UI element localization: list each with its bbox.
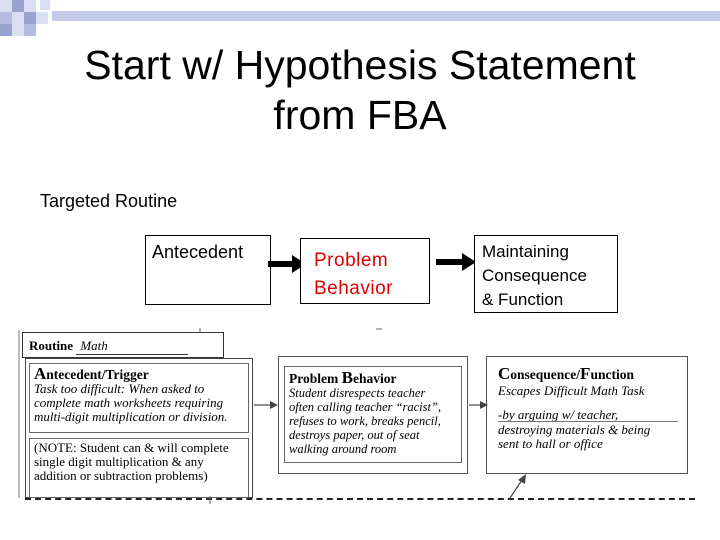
worksheet-antecedent-box: Antecedent/Trigger Task too difficult: W… <box>29 363 249 433</box>
consequence-description: -by arguing w/ teacher, destroying mater… <box>498 407 684 452</box>
worksheet-behavior-heading: Problem Behavior <box>289 368 461 387</box>
routine-heading: Targeted Routine <box>40 191 178 211</box>
note-line-1: (NOTE: Student can & will complete <box>34 440 229 455</box>
worksheet-antecedent-panel: Antecedent/Trigger Task too difficult: W… <box>25 358 253 498</box>
behavior-line-5: walking around room <box>289 442 397 456</box>
arrow-antecedent-to-behavior <box>268 255 306 273</box>
consequence-line-b: destroying materials & being <box>498 421 651 437</box>
problem-behavior-box: Problem Behavior <box>300 238 430 304</box>
worksheet-consequence-box: Consequence/Function Escapes Difficult M… <box>490 363 684 469</box>
behavior-heading-rest: ehavior <box>352 371 397 386</box>
consequence-line-c: sent to hall or office <box>498 436 603 451</box>
consequence-line-1: Maintaining <box>482 242 569 261</box>
consequence-heading-initial: C <box>498 364 511 383</box>
antecedent-label: Antecedent <box>152 242 244 262</box>
antecedent-heading-initial: A <box>34 364 47 383</box>
consequence-line-a: -by arguing w/ teacher, <box>498 407 619 422</box>
antecedent-line-2: complete math worksheets requiring <box>34 395 224 410</box>
behavior-line-2: Behavior <box>314 278 393 299</box>
behavior-line-3: refuses to work, breaks pencil, <box>289 414 441 428</box>
worksheet-behavior-box: Problem Behavior Student disrespects tea… <box>284 366 462 463</box>
behavior-heading-part1: Problem <box>289 371 342 386</box>
worksheet-note-box: (NOTE: Student can & will complete singl… <box>29 438 249 498</box>
worksheet-routine-label: Routine <box>29 338 74 353</box>
behavior-line-1: Problem <box>314 250 389 271</box>
title-line-2: from FBA <box>273 92 447 138</box>
note-line-3: addition or subtraction problems) <box>34 468 208 483</box>
antecedent-heading-rest: ntecedent/Trigger <box>46 367 149 382</box>
dashed-feedback-line <box>25 498 695 500</box>
worksheet-routine-field: Routine Math <box>22 332 224 358</box>
worksheet-consequence-heading: Consequence/Function <box>498 364 684 383</box>
consequence-heading-f: F <box>580 364 591 383</box>
consequence-line-2: Consequence <box>482 266 587 285</box>
worksheet-antecedent-heading: Antecedent/Trigger <box>34 364 248 383</box>
consequence-line-3: & Function <box>482 290 564 309</box>
consequence-box: Maintaining Consequence & Function <box>474 235 618 313</box>
consequence-heading-rest: unction <box>590 367 634 382</box>
antecedent-line-1: Task too difficult: When asked to <box>34 381 205 396</box>
slide-title: Start w/ Hypothesis Statement from FBA <box>40 40 680 140</box>
behavior-line-2: often calling teacher “racist”, <box>289 400 442 414</box>
consequence-subheading: Escapes Difficult Math Task <box>498 383 645 398</box>
title-line-1: Start w/ Hypothesis Statement <box>84 42 636 88</box>
consequence-heading-mid: onsequence/ <box>510 367 581 382</box>
worksheet-arrows <box>18 328 526 504</box>
scanned-worksheet: Routine Math Antecedent/Trigger Task too… <box>0 320 720 540</box>
behavior-line-1: Student disrespects teacher <box>289 386 426 400</box>
behavior-line-4: destroys paper, out of seat <box>289 428 420 442</box>
consequence-rule <box>498 421 678 422</box>
antecedent-line-3: multi-digit multiplication or division. <box>34 409 228 424</box>
antecedent-box: Antecedent <box>145 235 271 305</box>
worksheet-behavior-panel: Problem Behavior Student disrespects tea… <box>278 356 468 474</box>
worksheet-consequence-panel: Consequence/Function Escapes Difficult M… <box>486 356 688 474</box>
corner-decoration <box>0 0 720 40</box>
behavior-heading-initial: B <box>341 368 353 387</box>
worksheet-routine-value: Math <box>76 338 189 355</box>
note-line-2: single digit multiplication & any <box>34 454 204 469</box>
arrow-behavior-to-consequence <box>436 253 476 271</box>
